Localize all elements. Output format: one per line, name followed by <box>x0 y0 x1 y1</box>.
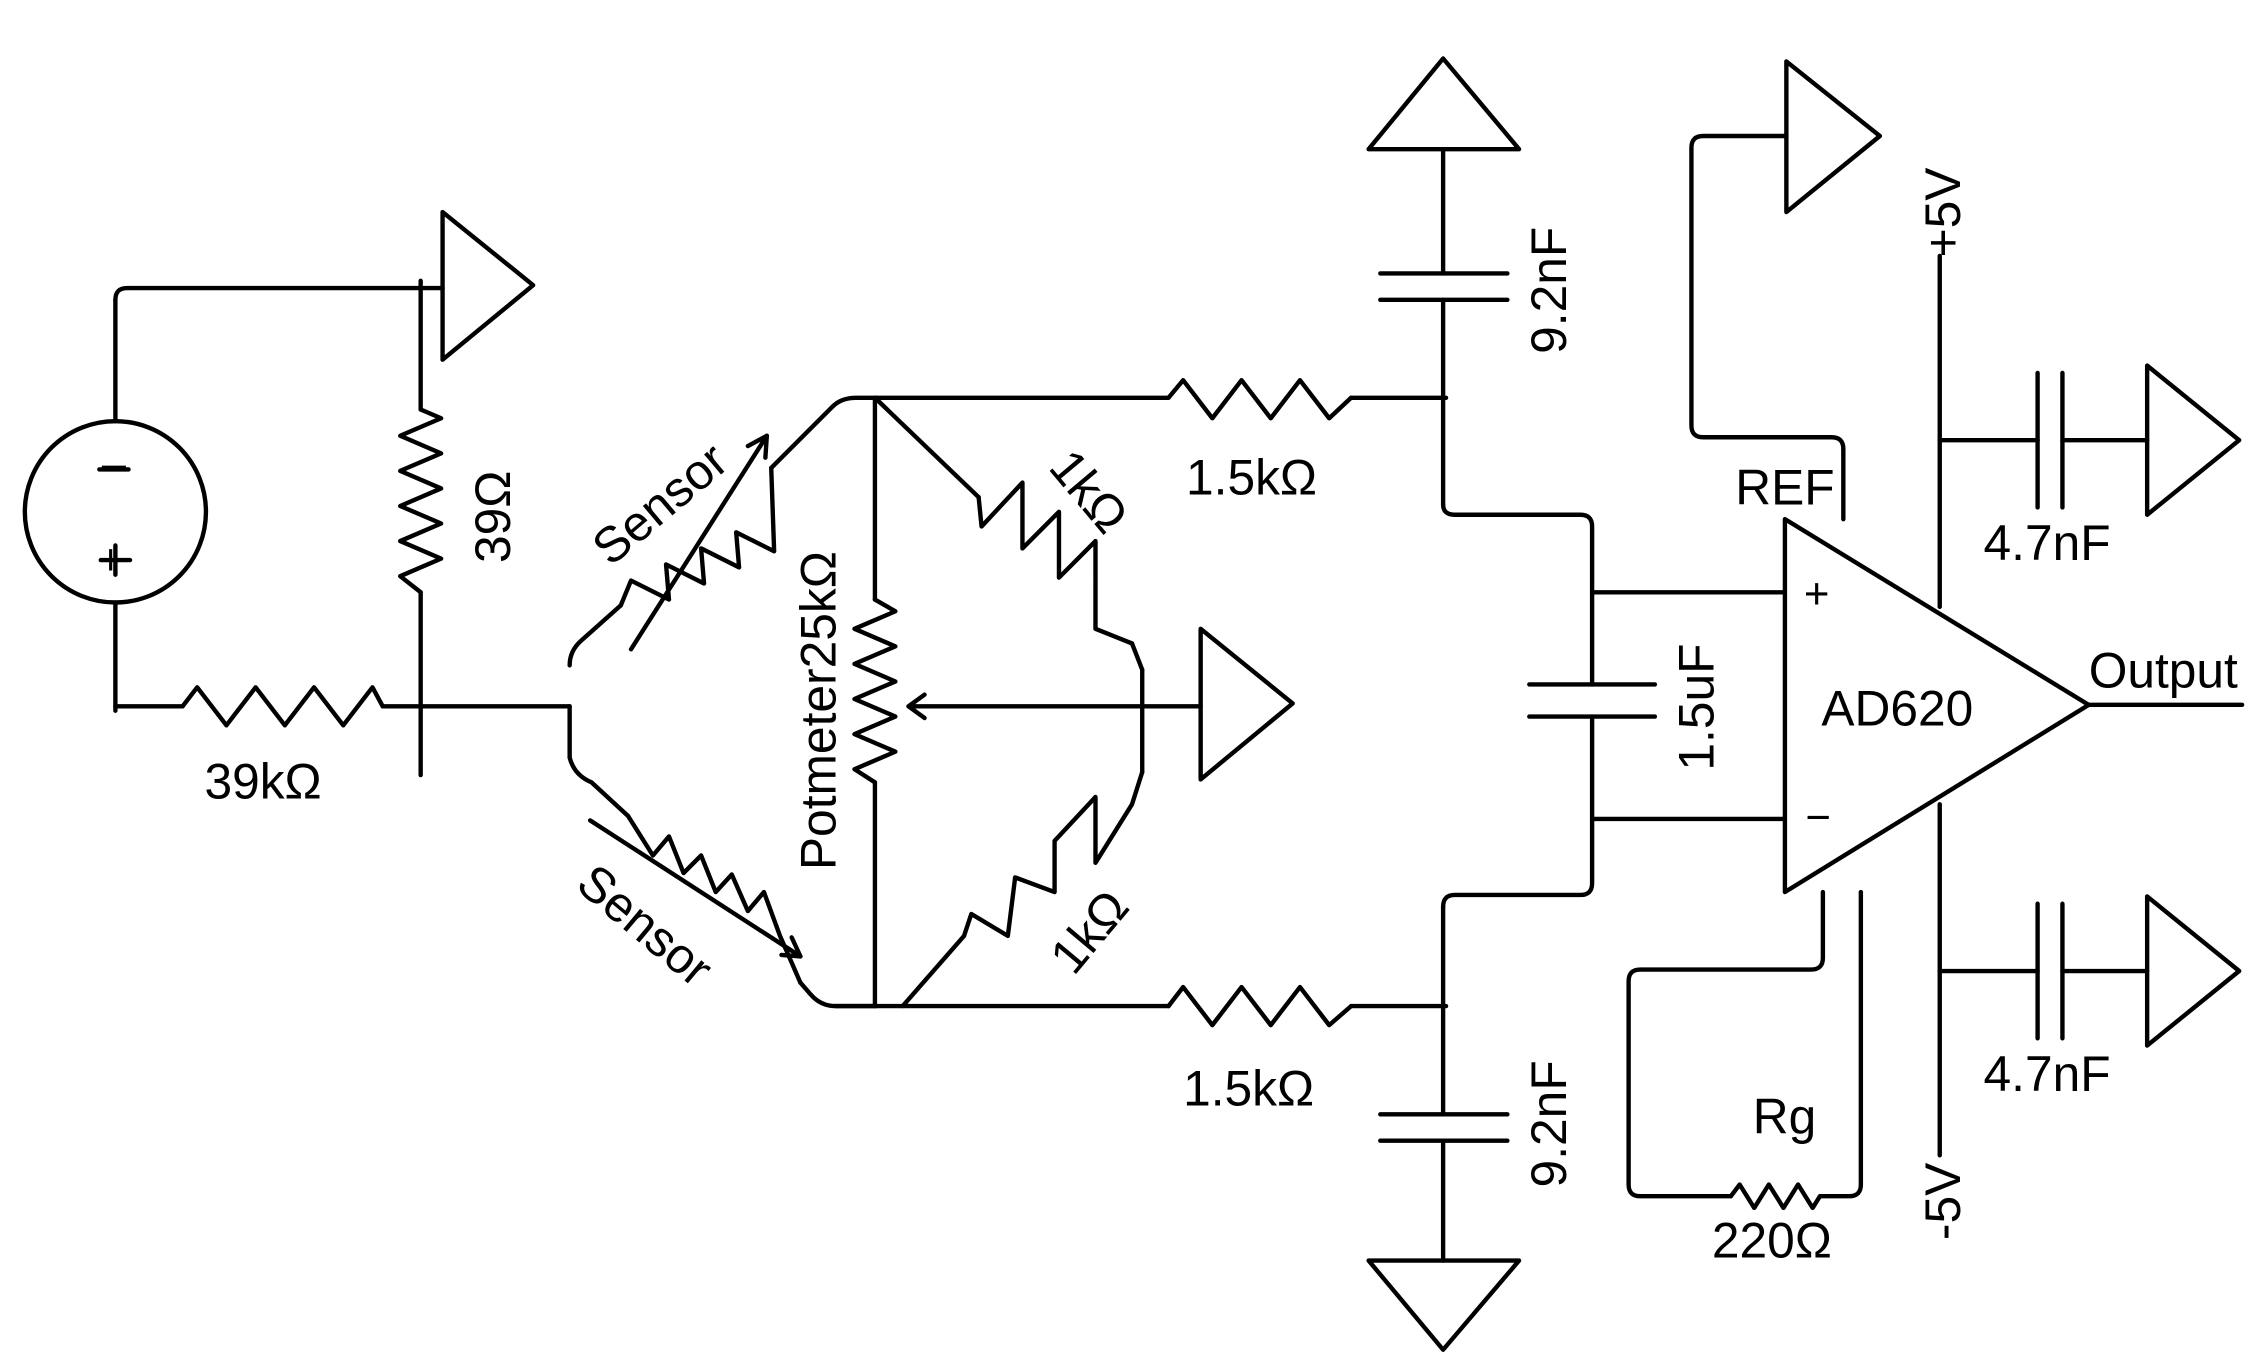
ground-triangle-vplus-cap <box>2144 363 2242 517</box>
label-9.2nf-bottom: 9.2nF <box>1521 1060 1577 1187</box>
capacitor-9.2nf-top <box>1378 146 1595 687</box>
label-rg: Rg <box>1753 1088 1816 1144</box>
vplus-rail <box>1937 253 2150 610</box>
label-39kohm: 39kΩ <box>204 753 321 809</box>
label-amp-plus: + <box>1804 569 1830 618</box>
resistor-39kohm <box>113 685 572 728</box>
resistor-1kohm-top <box>872 395 1145 775</box>
label-39ohm: 39Ω <box>465 471 521 563</box>
label-potmeter: Potmeter25kΩ <box>791 551 847 870</box>
label-1kohm-top: 1kΩ <box>1039 439 1139 544</box>
label-source-minus: − <box>99 439 128 495</box>
bridge-input-node <box>567 603 631 819</box>
label-amp-minus: − <box>1805 793 1831 842</box>
label-1.5kohm-bottom: 1.5kΩ <box>1183 1061 1314 1117</box>
ground-triangle-top-cap <box>1366 56 1522 152</box>
label-ref: REF <box>1735 459 1834 515</box>
vminus-rail <box>1937 802 2150 1158</box>
amplifier-ad620 <box>1782 516 2245 895</box>
ground-triangle-vminus-cap <box>2144 894 2242 1048</box>
ground-triangle-ref <box>1784 59 1883 215</box>
label-1.5kohm-top: 1.5kΩ <box>1186 449 1317 505</box>
ref-connection <box>1689 133 1846 522</box>
capacitor-1.5uf <box>1527 590 1788 822</box>
resistor-1.5kohm-bottom <box>833 984 1449 1028</box>
ground-triangle-source <box>440 209 536 362</box>
ground-triangle-pot <box>1198 626 1295 782</box>
resistor-39ohm <box>398 278 444 778</box>
potentiometer-25kohm <box>852 395 1203 1009</box>
resistor-1kohm-bottom <box>900 769 1145 1009</box>
label-4.7nf-top: 4.7nF <box>1984 515 2111 571</box>
amplifier-triangle <box>1782 516 2091 895</box>
label-sensor-bottom: Sensor <box>567 853 724 997</box>
rg-gain-resistor <box>1626 889 1864 1211</box>
label-1kohm-bottom: 1kΩ <box>1039 879 1139 984</box>
sensor-top <box>618 395 879 652</box>
label-220ohm: 220Ω <box>1712 1213 1832 1269</box>
resistor-1.5kohm-top <box>874 378 1449 421</box>
label-vplus: +5V <box>1915 168 1971 258</box>
label-vminus: -5V <box>1915 1163 1971 1240</box>
label-source-plus: + <box>98 536 124 585</box>
voltage-source <box>22 285 445 713</box>
label-1.5uf: 1.5uF <box>1668 644 1724 771</box>
ground-triangle-bottom-cap <box>1366 1258 1522 1352</box>
label-4.7nf-bottom: 4.7nF <box>1984 1046 2111 1102</box>
label-ad620: AD620 <box>1821 680 1973 736</box>
label-output: Output <box>2089 642 2238 698</box>
capacitor-9.2nf-bottom <box>1378 714 1595 1263</box>
label-9.2nf-top: 9.2nF <box>1521 227 1577 354</box>
